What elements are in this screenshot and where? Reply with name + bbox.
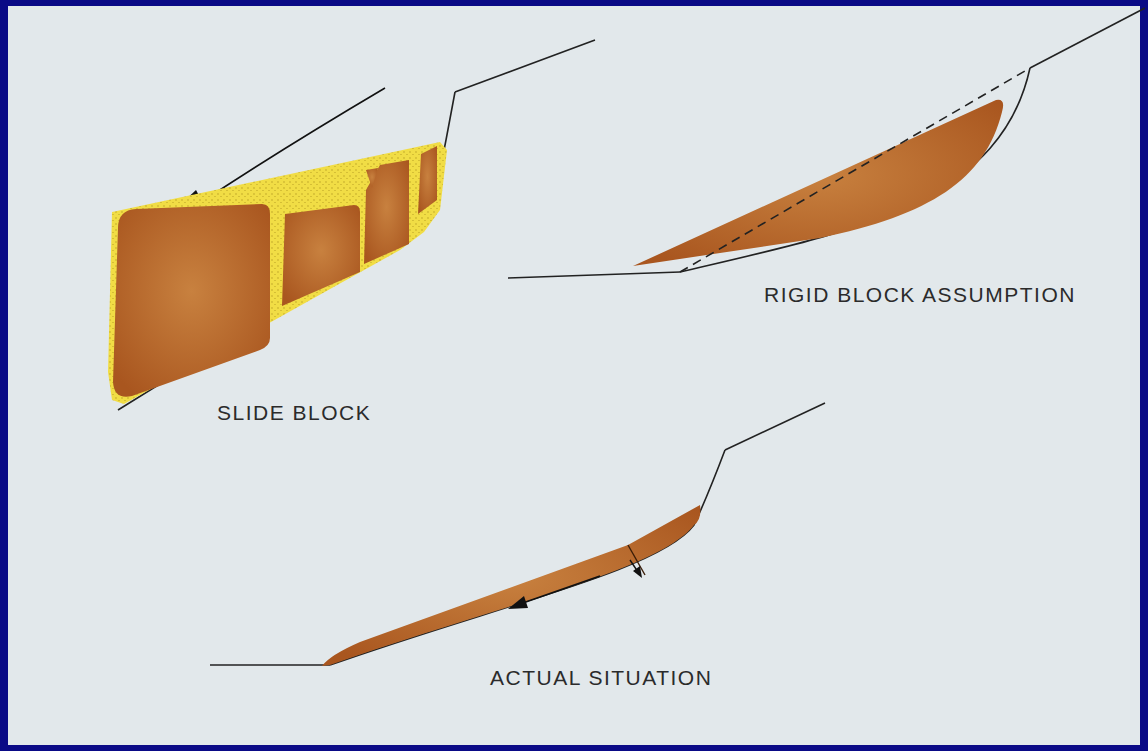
figure-caption: SLIDE BLOCK (217, 401, 371, 425)
actual-situation-figure (210, 403, 825, 666)
figure-caption: RIGID BLOCK ASSUMPTION (764, 283, 1076, 307)
figure-caption: ACTUAL SITUATION (490, 666, 712, 690)
slide-block-figure (108, 40, 595, 410)
rigid-block-figure (508, 8, 1145, 278)
